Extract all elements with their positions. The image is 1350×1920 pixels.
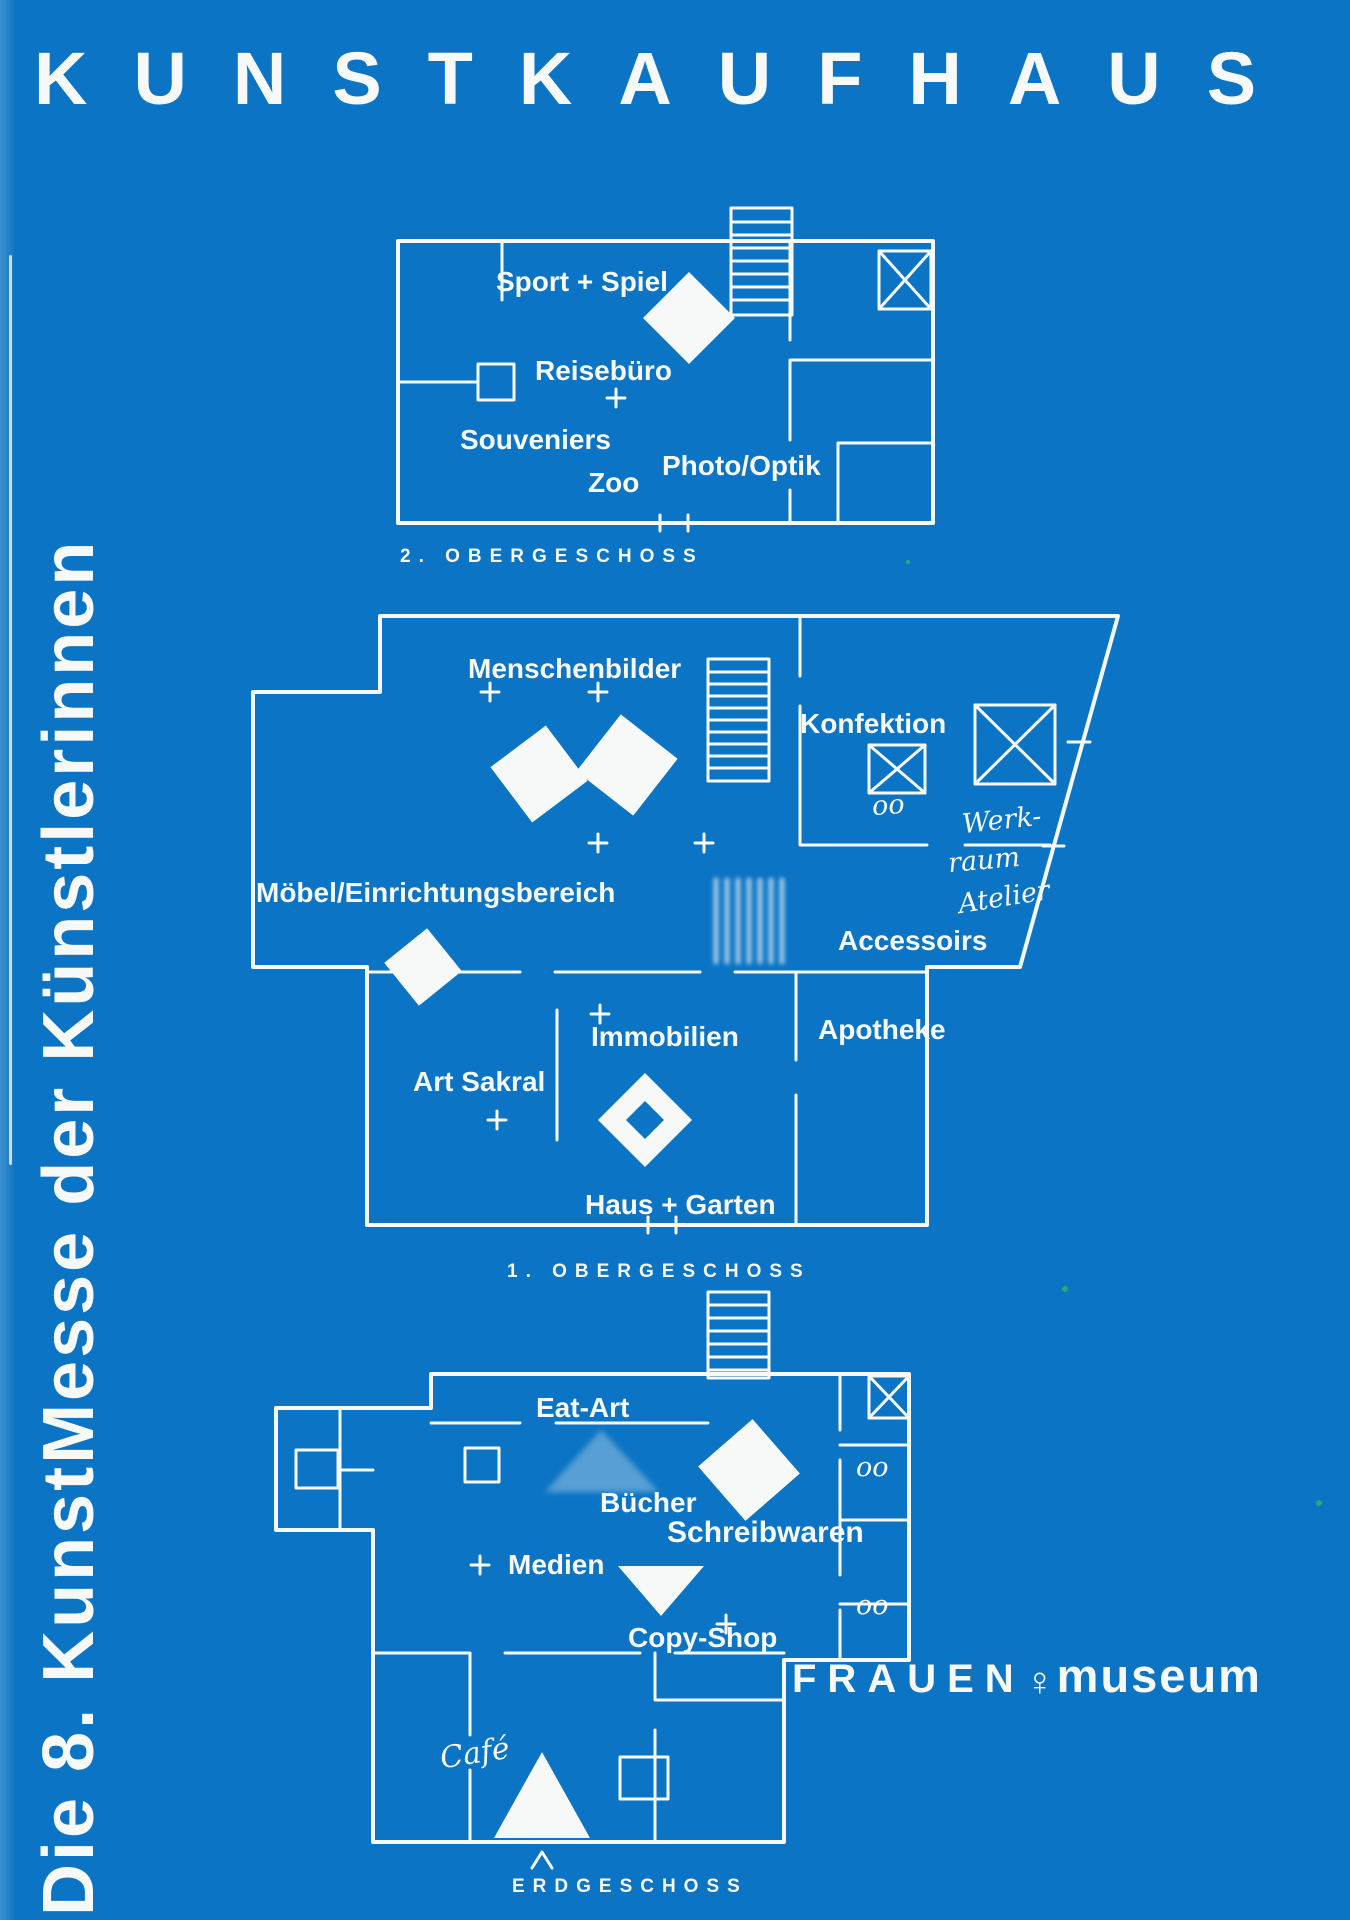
stairs-icon [706,657,771,783]
diamond-marker [576,714,678,816]
logo-frauen-text: FRAUEN [792,1657,1025,1701]
triangle-down-marker [618,1566,704,1616]
label-accessoirs: Accessoirs [838,925,988,956]
label-buecher: Bücher [600,1487,697,1518]
stairs-icon [706,1290,771,1380]
label-sport-spiel: Sport + Spiel [496,266,668,297]
floor-plan-1og [251,614,1120,1235]
scan-speck [906,560,910,564]
venus-symbol-icon: ♀ [1024,1660,1055,1704]
handwriting-oo: oo [870,788,906,823]
label-immobilien: Immobilien [591,1021,739,1052]
label-eat-art: Eat-Art [536,1392,630,1423]
frauenmuseum-logo: FRAUEN ♀ museum [792,1648,1262,1704]
small-room-box [294,1448,340,1490]
diamond-marker [643,272,735,364]
small-room-box [463,1446,501,1484]
handwriting-oo: oo [856,1590,889,1621]
label-souveniers: Souveniers [460,424,611,455]
label-moebel: Möbel/Einrichtungsbereich [256,877,616,908]
label-apotheke: Apotheke [818,1014,946,1045]
poster-title: KUNSTKAUFHAUS [34,37,1303,120]
label-reisebuero: Reisebüro [535,355,672,386]
page-edge-glow [0,0,16,1920]
triangle-up-marker [494,1752,590,1838]
label-photo-optik: Photo/Optik [662,450,821,481]
diamond-marker [490,725,588,823]
scan-speck [1316,1500,1322,1506]
scan-speck [1062,1286,1068,1292]
caption-1-obergeschoss: 1. OBERGESCHOSS [507,1261,811,1282]
crossed-box-icon [877,249,933,311]
label-schreibwaren: Schreibwaren [667,1516,864,1549]
diamond-marker [698,1419,800,1521]
handwriting-raum: raum [946,841,1022,880]
diamond-marker [384,928,462,1006]
plan-outline-eg [274,1372,911,1844]
crossed-box-icon [867,1374,911,1420]
caption-erdgeschoss: ERDGESCHOSS [512,1876,748,1897]
label-konfektion: Konfektion [800,708,947,739]
floor-plan-2og [396,206,935,533]
handwriting-oo: oo [856,1452,889,1483]
arrow-up-icon [530,1850,554,1870]
interior-walls-eg [338,1372,911,1844]
plus-marks [469,1554,737,1635]
plus-marks [479,681,715,1131]
floor-plan-eg [274,1290,911,1870]
diamond-ring-marker [598,1073,692,1167]
plus-mark [605,387,627,409]
logo-museum-text: museum [1056,1649,1262,1702]
label-art-sakral: Art Sakral [413,1066,546,1097]
label-haus-garten: Haus + Garten [585,1189,776,1220]
small-room-box [618,1755,670,1801]
plan-outline-1og [251,614,1120,1227]
crossed-box-icon [973,703,1057,786]
label-zoo: Zoo [588,467,640,498]
page-edge-highlight [9,255,12,1165]
label-medien: Medien [508,1549,605,1580]
ghost-stripes [713,877,785,965]
ghost-triangle-marker [545,1430,659,1492]
interior-walls-2og [396,239,935,533]
caption-2-obergeschoss: 2. OBERGESCHOSS [400,546,704,567]
crossed-box-icon [867,743,927,795]
stairs-icon [729,206,794,317]
label-copy-shop: Copy-Shop [628,1622,778,1653]
label-menschenbilder: Menschenbilder [468,653,682,684]
small-room-box [476,362,516,402]
